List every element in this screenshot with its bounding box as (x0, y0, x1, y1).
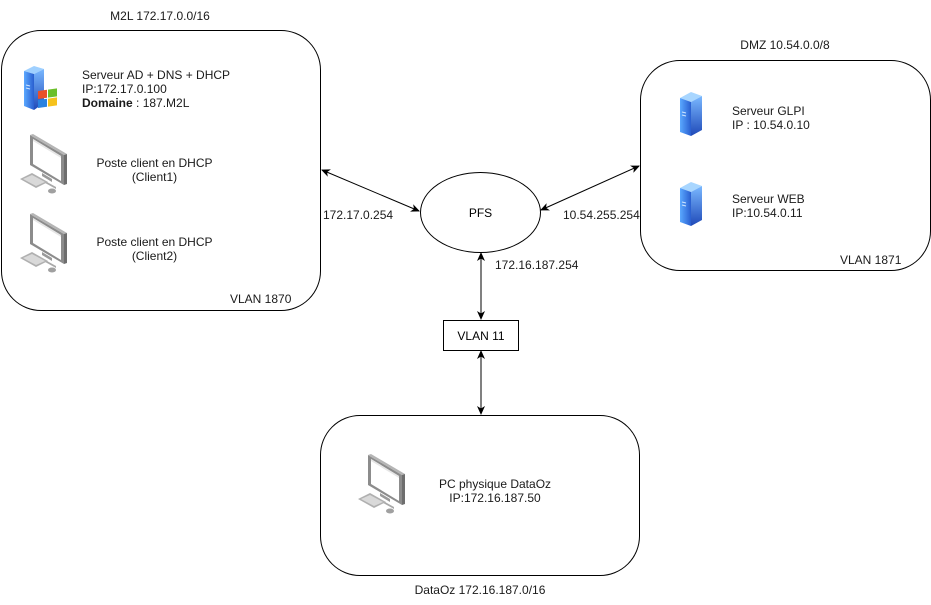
web-server-name: Serveur WEB (732, 192, 805, 206)
client2-host: (Client2) (131, 249, 178, 263)
glpi-server-ip: IP : 10.54.0.10 (732, 118, 810, 132)
client1-label: Poste client en DHCP (Client1) (72, 156, 237, 184)
glpi-server-name: Serveur GLPI (732, 104, 805, 118)
domain-label: Domaine (82, 96, 133, 110)
vlan-label-m2l: VLAN 1870 (230, 292, 292, 306)
client1-host: (Client1) (131, 170, 178, 184)
ad-server-domain: Domaine : 187.M2L (82, 96, 230, 110)
windows-server-icon[interactable] (20, 63, 62, 113)
firewall-label: PFS (468, 205, 493, 220)
link-dmz-pfs[interactable] (540, 165, 640, 211)
zone-dmz-title: DMZ 10.54.0.0/8 (740, 38, 830, 52)
zone-dataoz-title: DataOz 172.16.187.0/16 (414, 583, 546, 597)
vlan11-label: VLAN 11 (457, 328, 505, 343)
dataoz-gateway-label: 172.16.187.254 (495, 258, 579, 272)
client2-label: Poste client en DHCP (Client2) (72, 235, 237, 263)
dataoz-pc-name: PC physique DataOz (438, 477, 552, 491)
web-server-ip: IP:10.54.0.11 (732, 206, 803, 220)
zone-m2l-title: M2L 172.17.0.0/16 (110, 9, 210, 23)
firewall-pfs-node[interactable]: PFS (420, 172, 541, 253)
web-server-label: Serveur WEB IP:10.54.0.11 (732, 192, 805, 220)
glpi-server-label: Serveur GLPI IP : 10.54.0.10 (732, 104, 810, 132)
link-m2l-pfs[interactable] (321, 169, 420, 212)
server-tower-icon[interactable] (677, 180, 707, 228)
ad-server-name: Serveur AD + DNS + DHCP (82, 68, 231, 82)
dataoz-pc-ip: IP:172.16.187.50 (449, 491, 541, 505)
desktop-pc-icon[interactable] (18, 133, 68, 195)
dmz-gateway-label: 10.54.255.254 (563, 208, 640, 222)
desktop-pc-icon[interactable] (18, 212, 68, 274)
domain-value: : 187.M2L (132, 96, 190, 110)
server-tower-icon[interactable] (677, 90, 707, 138)
client2-name: Poste client en DHCP (96, 235, 213, 249)
client1-name: Poste client en DHCP (96, 156, 213, 170)
vlan-label-dmz: VLAN 1871 (840, 253, 902, 267)
ad-server-label: Serveur AD + DNS + DHCP IP:172.17.0.100 … (82, 68, 230, 110)
vlan11-node[interactable]: VLAN 11 (443, 320, 519, 351)
m2l-gateway-label: 172.17.0.254 (323, 208, 394, 222)
dataoz-pc-label: PC physique DataOz IP:172.16.187.50 (420, 477, 570, 505)
desktop-pc-icon[interactable] (356, 453, 406, 515)
ad-server-ip: IP:172.17.0.100 (82, 82, 167, 96)
